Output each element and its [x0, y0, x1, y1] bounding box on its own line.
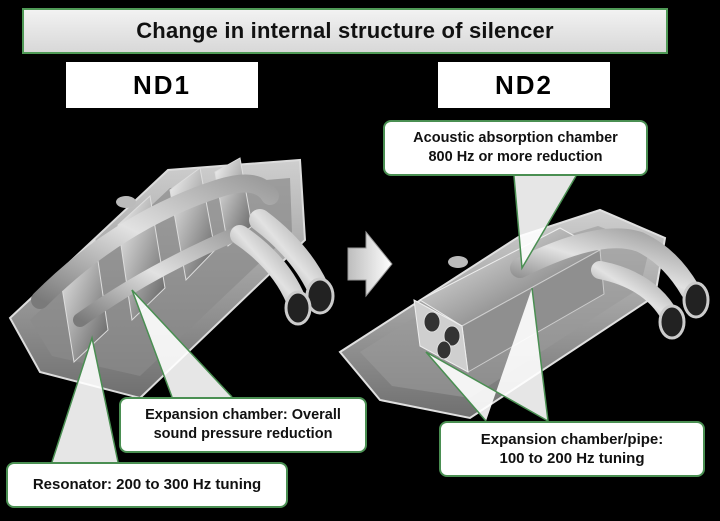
callout-line: sound pressure reduction [153, 426, 333, 442]
model-label-nd1: ND1 [66, 62, 258, 108]
callout-line: 800 Hz or more reduction [428, 149, 603, 165]
model-label-nd2: ND2 [438, 62, 610, 108]
callout-line: 100 to 200 Hz tuning [499, 450, 645, 467]
right-arrow-icon [347, 230, 393, 298]
callout-line: Expansion chamber/pipe: [480, 430, 664, 448]
page-title: Change in internal structure of silencer [22, 8, 668, 54]
callout-expansion-chamber-pipe: Expansion chamber/pipe: 100 to 200 Hz tu… [439, 421, 705, 477]
callout-line: Acoustic absorption chamber [413, 130, 618, 147]
callout-line: Resonator: 200 to 300 Hz tuning [32, 476, 262, 494]
nd1-silencer [8, 157, 335, 400]
callout-line: Expansion chamber: Overall [145, 407, 341, 424]
callout-pointers [51, 175, 577, 463]
callout-acoustic-absorption-chamber: Acoustic absorption chamber 800 Hz or mo… [383, 120, 648, 176]
callout-resonator: Resonator: 200 to 300 Hz tuning [6, 462, 288, 508]
callout-expansion-chamber: Expansion chamber: Overall sound pressur… [119, 397, 367, 453]
